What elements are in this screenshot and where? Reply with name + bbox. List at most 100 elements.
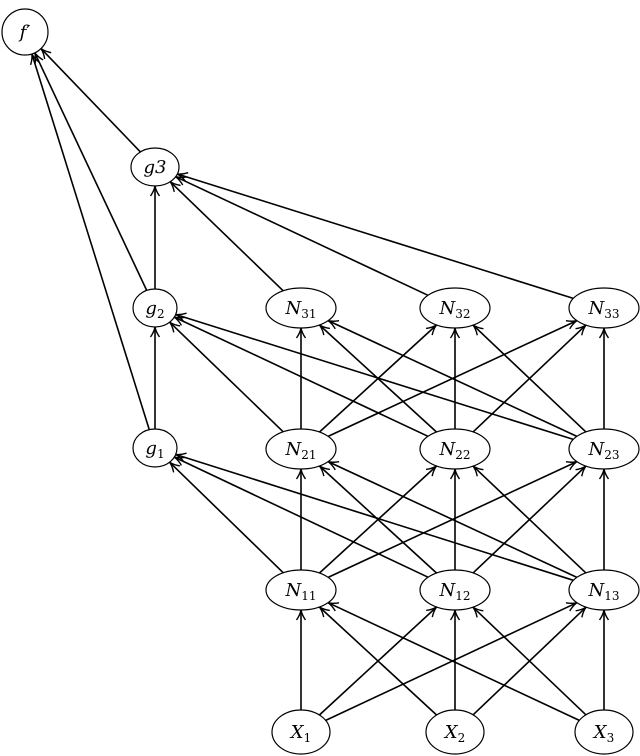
node-ellipse: [568, 287, 640, 329]
node-label-subscript: 23: [604, 448, 619, 462]
node-label: f′: [18, 22, 31, 43]
edge-g2-to-fp: [34, 52, 148, 291]
edge-n22-to-g2: [173, 316, 429, 438]
node-g1: g1: [132, 428, 178, 468]
edge-n13-to-g1: [175, 452, 574, 582]
node-label-main: N: [284, 439, 302, 460]
node-ellipse: [574, 709, 634, 755]
edge-x1-to-n13: [325, 601, 578, 722]
node-label-subscript: 3: [607, 731, 615, 745]
edge-x3-to-n11: [327, 601, 580, 722]
node-n12: N12: [419, 569, 491, 611]
node-x2: X2: [425, 709, 485, 755]
node-label-subscript: 31: [301, 307, 316, 321]
node-n21: N21: [265, 428, 337, 470]
node-label-main: X: [443, 722, 459, 743]
node-x1: X1: [271, 709, 331, 755]
edge-n23-to-g2: [175, 312, 574, 441]
node-ellipse: [1, 8, 49, 56]
node-label: N12: [438, 580, 470, 603]
node-label: g3: [144, 157, 167, 178]
node-ellipse: [419, 428, 491, 470]
node-label-main: g: [145, 438, 157, 459]
node-label-main: g3: [144, 157, 167, 178]
node-label-main: N: [587, 580, 605, 601]
edge-n21-to-g2: [169, 321, 284, 433]
node-label: g1: [145, 438, 164, 461]
node-n31: N31: [265, 287, 337, 329]
node-ellipse: [132, 288, 178, 328]
node-label-main: N: [284, 580, 302, 601]
node-ellipse: [419, 569, 491, 611]
node-g2: g2: [132, 288, 178, 328]
node-label-subscript: 1: [304, 731, 312, 745]
node-ellipse: [265, 428, 337, 470]
node-label-main: N: [587, 439, 605, 460]
node-label-main: N: [438, 298, 456, 319]
node-label: g2: [145, 298, 164, 321]
node-label-subscript: 21: [301, 448, 316, 462]
node-n13: N13: [568, 569, 640, 611]
edge-n13-to-n21: [327, 460, 578, 579]
edge-n12-to-n21: [318, 465, 438, 574]
edge-n33-to-g3: [176, 172, 574, 300]
node-label-subscript: 2: [458, 731, 466, 745]
node-label-subscript: 12: [455, 589, 470, 603]
node-label: N11: [284, 580, 316, 603]
edge-n12-to-g1: [173, 456, 429, 578]
node-n32: N32: [419, 287, 491, 329]
node-label-main: g: [145, 298, 157, 319]
node-label-main: N: [438, 439, 456, 460]
node-label: N22: [438, 439, 470, 462]
edge-n23-to-n31: [327, 319, 578, 438]
node-ellipse: [130, 147, 180, 187]
node-label-main: N: [587, 298, 605, 319]
node-label-main: N: [284, 298, 302, 319]
edge-x3-to-n12: [472, 606, 587, 716]
node-ellipse: [568, 569, 640, 611]
node-label-main: f′: [18, 22, 31, 43]
node-ellipse: [132, 428, 178, 468]
node-label-main: X: [289, 722, 305, 743]
node-n23: N23: [568, 428, 640, 470]
node-ellipse: [271, 709, 331, 755]
edge-n11-to-g1: [169, 461, 284, 574]
node-label: N31: [284, 298, 316, 321]
node-label-subscript: 11: [301, 589, 316, 603]
node-ellipse: [419, 287, 491, 329]
edge-n32-to-g3: [175, 175, 429, 297]
node-n33: N33: [568, 287, 640, 329]
node-label-subscript: 22: [455, 448, 470, 462]
node-label: X2: [443, 722, 465, 745]
node-g3: g3: [130, 147, 180, 187]
node-ellipse: [265, 287, 337, 329]
edge-n13-to-n22: [472, 465, 587, 574]
node-ellipse: [568, 428, 640, 470]
node-label-main: N: [438, 580, 456, 601]
node-label-subscript: 2: [157, 307, 165, 321]
edge-g3-to-fp: [40, 48, 141, 153]
node-label: X1: [289, 722, 311, 745]
node-label: N33: [587, 298, 619, 321]
edge-g1-to-fp: [29, 53, 151, 430]
edge-n31-to-g3: [169, 181, 284, 292]
node-label-subscript: 1: [157, 447, 165, 461]
node-ellipse: [265, 569, 337, 611]
node-label-main: X: [592, 722, 608, 743]
node-label: N23: [587, 439, 619, 462]
node-label: N13: [587, 580, 619, 603]
node-label-subscript: 13: [604, 589, 619, 603]
node-label: N32: [438, 298, 470, 321]
node-x3: X3: [574, 709, 634, 755]
node-n11: N11: [265, 569, 337, 611]
node-label-subscript: 33: [604, 307, 619, 321]
edge-n23-to-n32: [472, 324, 587, 433]
edge-x2-to-n11: [318, 606, 438, 716]
node-label: N21: [284, 439, 316, 462]
node-label: X3: [592, 722, 614, 745]
node-ellipse: [425, 709, 485, 755]
node-label-subscript: 32: [455, 307, 470, 321]
node-fp: f′: [1, 8, 49, 56]
